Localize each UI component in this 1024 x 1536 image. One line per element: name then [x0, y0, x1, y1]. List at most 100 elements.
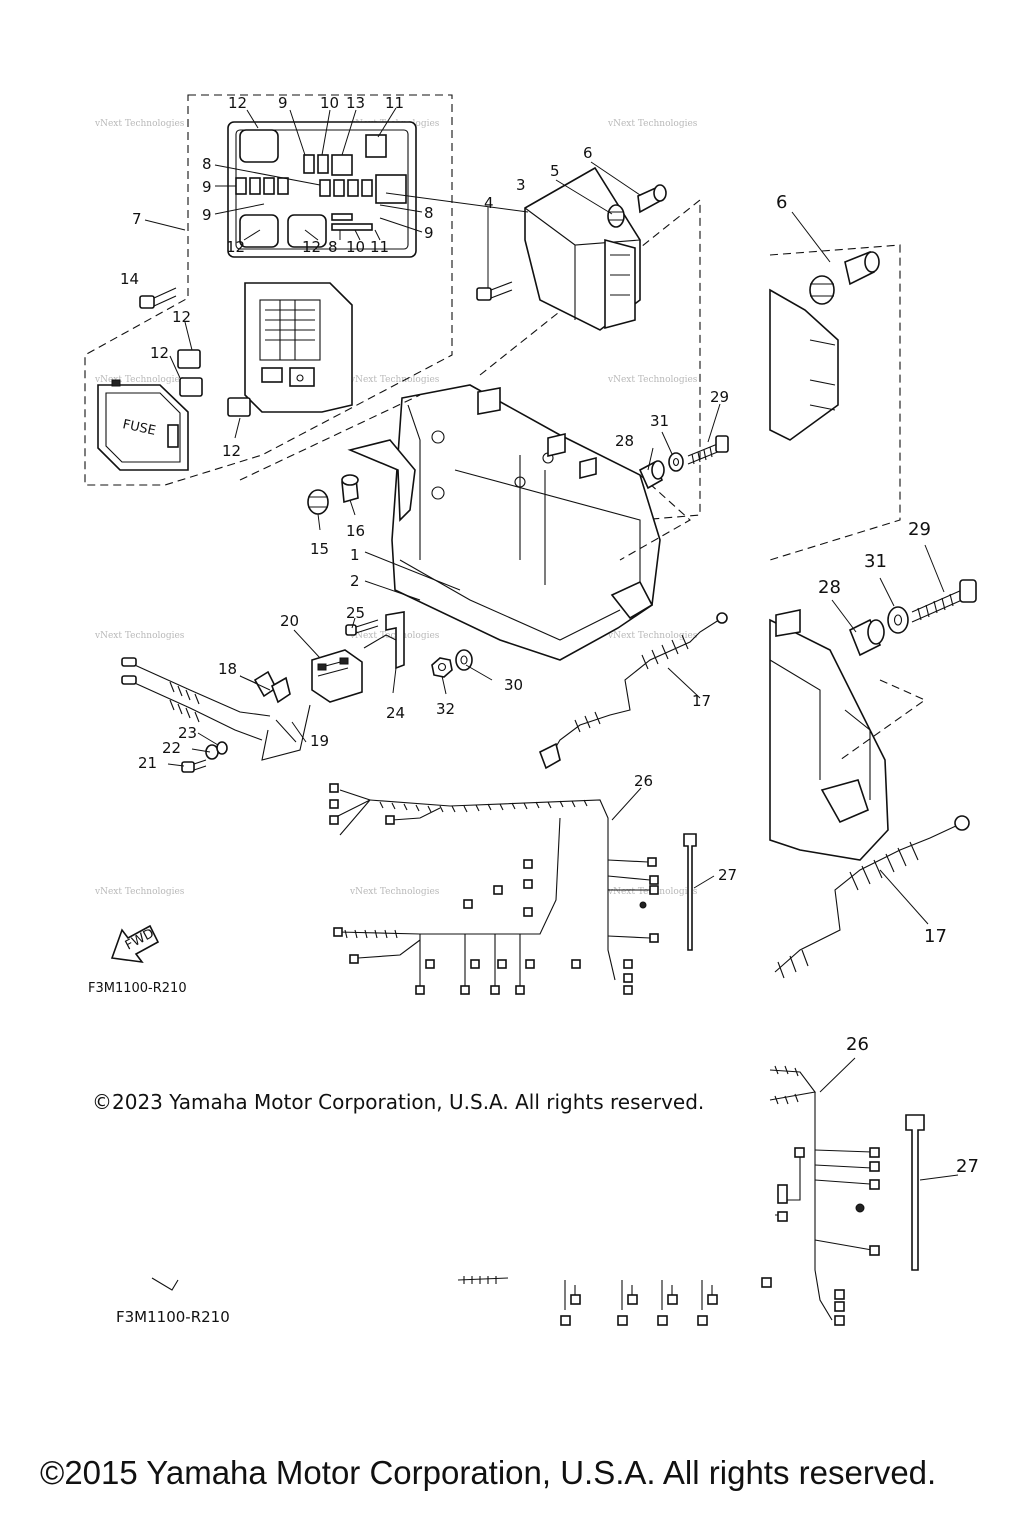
callout-17: 17 — [924, 926, 947, 947]
grommet-15 — [307, 489, 329, 515]
callout-29: 29 — [908, 519, 931, 540]
collar-28 — [638, 460, 665, 490]
copyright-notice-2023: ©2023 Yamaha Motor Corporation, U.S.A. A… — [92, 1090, 704, 1114]
washer-31-enlarged — [887, 606, 909, 634]
diagram-code: F3M1100-R210 — [116, 1308, 230, 1326]
callout-27: 27 — [718, 866, 737, 884]
washer-30 — [455, 649, 473, 671]
callout-17: 17 — [692, 692, 711, 710]
callout-7: 7 — [132, 210, 142, 228]
callout-26: 26 — [634, 772, 653, 790]
callout-19: 19 — [310, 732, 329, 750]
collar-28-enlarged — [848, 618, 885, 657]
watermark: vNext Technologies — [94, 631, 185, 641]
bolt-29 — [687, 435, 729, 465]
watermark: vNext Technologies — [94, 375, 185, 385]
fwd-arrow: FWD — [110, 924, 160, 964]
callout-6: 6 — [583, 144, 593, 162]
battery-cables-18 — [121, 657, 311, 761]
cable-tie-27 — [683, 833, 697, 951]
callout-30: 30 — [504, 676, 523, 694]
watermark: vNext Technologies — [349, 887, 440, 897]
callout-10: 10 — [346, 238, 365, 256]
watermark: vNext Technologies — [607, 631, 698, 641]
copyright-notice-2015: ©2015 Yamaha Motor Corporation, U.S.A. A… — [40, 1454, 936, 1491]
watermark: vNext Technologies — [607, 375, 698, 385]
cable-tie-27-enlarged — [905, 1114, 925, 1271]
callout-12: 12 — [150, 344, 169, 362]
ecu-module — [476, 166, 701, 521]
callout-9: 9 — [202, 178, 212, 196]
bolt-25 — [345, 619, 379, 636]
callout-12: 12 — [222, 442, 241, 460]
callout-21: 21 — [138, 754, 157, 772]
callout-27: 27 — [956, 1156, 979, 1177]
watermark: vNext Technologies — [349, 375, 440, 385]
callout-18: 18 — [218, 660, 237, 678]
screw-14 — [139, 287, 177, 309]
callout-2: 2 — [350, 572, 360, 590]
callout-9: 9 — [278, 94, 288, 112]
callout-25: 25 — [346, 604, 365, 622]
detail-ecu-enlarged — [769, 244, 901, 561]
callout-3: 3 — [516, 176, 526, 194]
diagram-code: F3M1100-R210 — [88, 981, 187, 996]
fuse-label: FUSE — [121, 417, 157, 439]
callout-14: 14 — [120, 270, 139, 288]
wire-harness-26-enlarged — [761, 1065, 880, 1326]
callout-23: 23 — [178, 724, 197, 742]
collar-16 — [341, 474, 359, 504]
watermark: vNext Technologies — [607, 119, 698, 129]
callout-26: 26 — [846, 1034, 869, 1055]
lead-wire-17 — [538, 612, 728, 770]
callout-8: 8 — [424, 204, 434, 222]
washer-23 — [216, 741, 228, 755]
screw-4 — [476, 281, 513, 301]
watermark: vNext Technologies — [349, 631, 440, 641]
callout-11: 11 — [370, 238, 389, 256]
callout-28: 28 — [818, 577, 841, 598]
callout-28: 28 — [615, 432, 634, 450]
watermark: vNext Technologies — [94, 887, 185, 897]
callout-4: 4 — [484, 194, 494, 212]
wire-harness-26 — [329, 783, 659, 995]
callout-1: 1 — [350, 546, 360, 564]
callout-8: 8 — [202, 155, 212, 173]
callout-16: 16 — [346, 522, 365, 540]
callout-32: 32 — [436, 700, 455, 718]
callout-31: 31 — [864, 551, 887, 572]
bolt-21 — [181, 759, 207, 773]
lead-wire-17-enlarged — [774, 815, 970, 979]
nut-32 — [431, 657, 453, 678]
fuse-box-assembly: FUSE — [84, 94, 453, 486]
callout-31: 31 — [650, 412, 669, 430]
callout-12: 12 — [302, 238, 321, 256]
callout-20: 20 — [280, 612, 299, 630]
callout-10: 10 — [320, 94, 339, 112]
leader-lines — [144, 107, 959, 1181]
callout-15: 15 — [310, 540, 329, 558]
starter-relay-20 — [311, 649, 363, 703]
callout-12: 12 — [226, 238, 245, 256]
callout-9: 9 — [424, 224, 434, 242]
callout-5: 5 — [550, 162, 560, 180]
callout-9: 9 — [202, 206, 212, 224]
callouts-enlarged: 6 29 31 28 17 26 27 F3M1100-R210 — [116, 192, 979, 1326]
callout-11: 11 — [385, 94, 404, 112]
callout-6: 6 — [776, 192, 787, 213]
callout-13: 13 — [346, 94, 365, 112]
callout-12: 12 — [228, 94, 247, 112]
bolt-29-enlarged — [911, 579, 977, 623]
detail-bracket-enlarged — [769, 609, 927, 861]
callout-8: 8 — [328, 238, 338, 256]
callouts-upper: 12 9 10 13 11 8 9 9 8 9 7 12 12 8 10 11 … — [88, 94, 737, 996]
harness-lower-fragment — [151, 1276, 718, 1326]
callout-29: 29 — [710, 388, 729, 406]
electrical-bracket — [239, 384, 691, 661]
callout-22: 22 — [162, 739, 181, 757]
washer-31 — [668, 452, 684, 472]
callout-24: 24 — [386, 704, 405, 722]
callout-12: 12 — [172, 308, 191, 326]
watermark: vNext Technologies — [94, 119, 185, 129]
